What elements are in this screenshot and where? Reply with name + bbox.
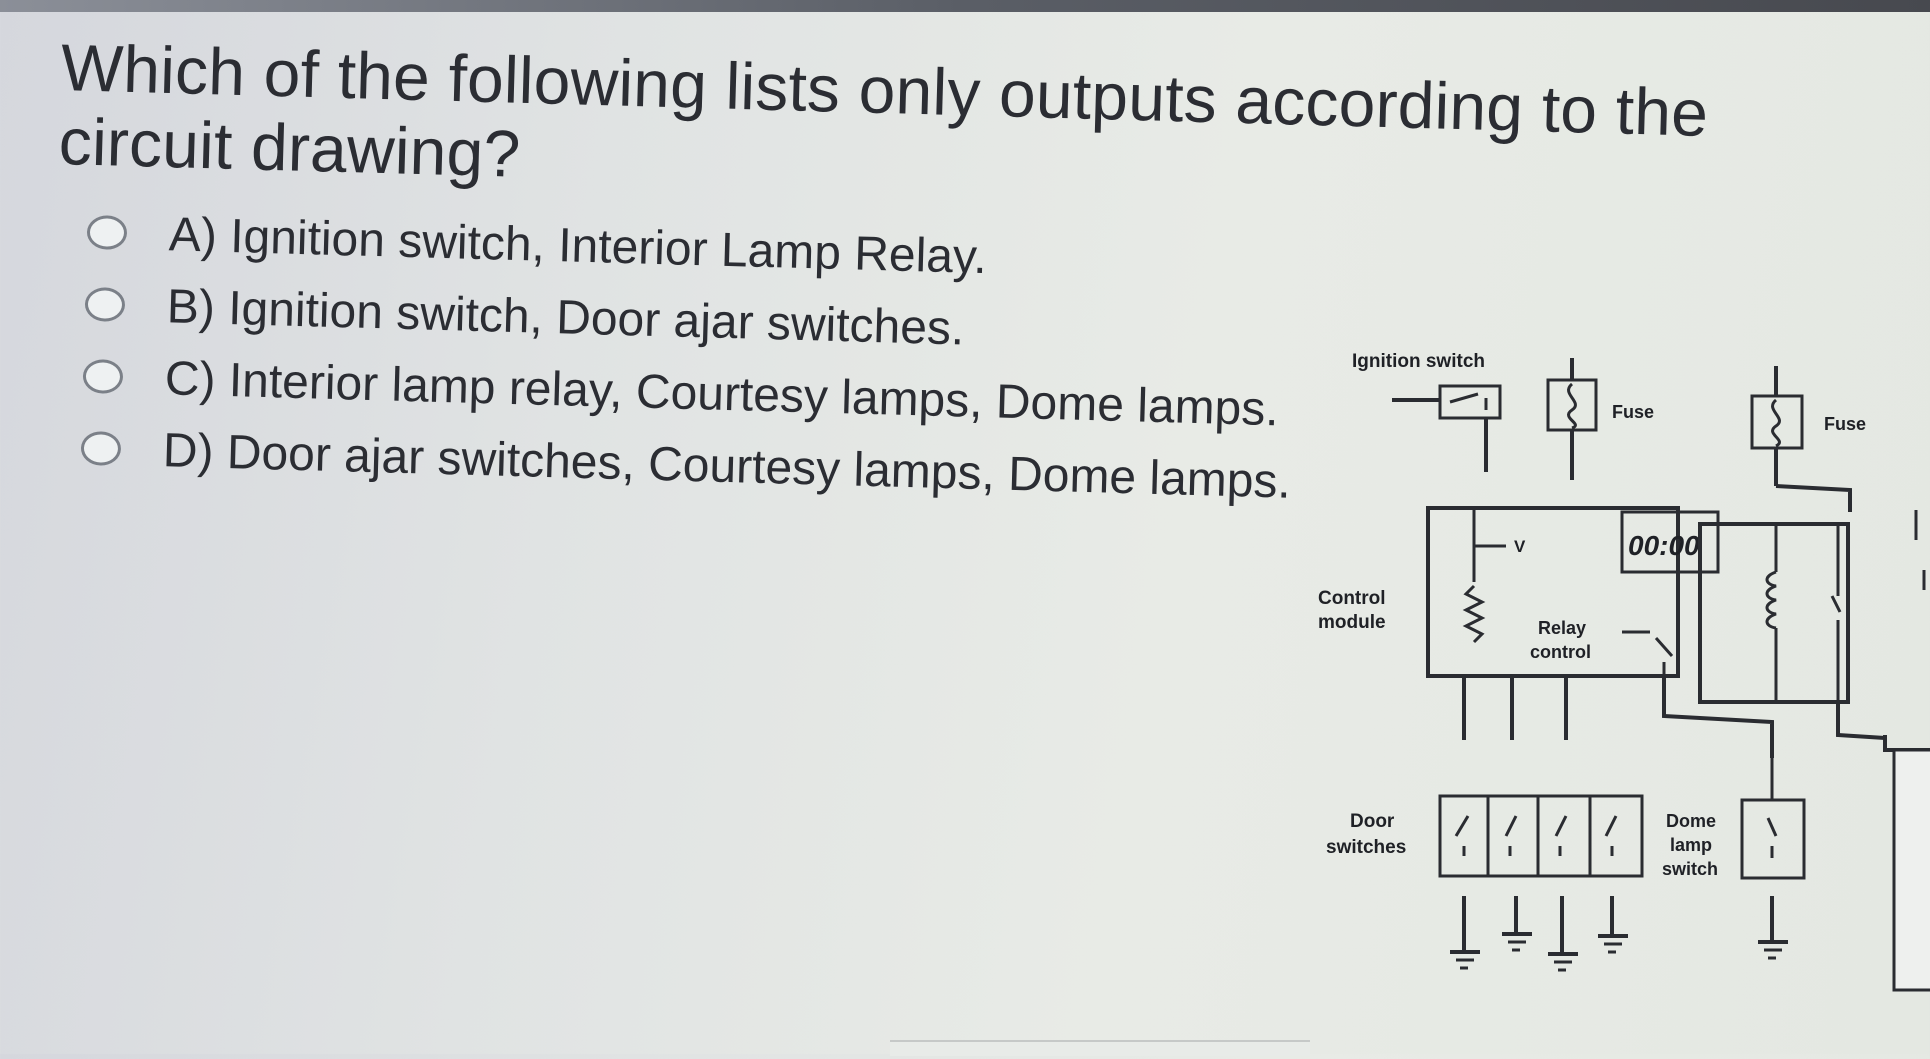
radio-button-b[interactable] <box>84 286 126 323</box>
cropped-right-element <box>1892 510 1930 992</box>
control-module-box <box>1426 506 1680 678</box>
answer-options: A) Ignition switch, Interior Lamp Relay.… <box>80 196 1298 518</box>
fuse-2-symbol <box>1750 366 1852 512</box>
control-module-label-line2: module <box>1318 612 1386 633</box>
relay-switch-symbol <box>1622 630 1674 676</box>
fuse-2-label: Fuse <box>1824 414 1866 434</box>
top-border <box>0 0 1930 12</box>
door-switches-label-line2: switches <box>1326 837 1406 858</box>
control-module-label-line1: Control <box>1318 588 1386 609</box>
voltage-source-symbol <box>1462 508 1506 644</box>
option-b-label: B) Ignition switch, Door ajar switches. <box>166 279 966 356</box>
relay-control-label-line1: Relay <box>1538 618 1586 638</box>
radio-button-a[interactable] <box>86 214 128 251</box>
bottom-strip <box>890 1040 1310 1056</box>
ground-symbols <box>1450 896 1788 972</box>
door-switches-box <box>1438 794 1644 878</box>
fuse-1-symbol <box>1546 358 1598 480</box>
relay-control-label-line2: control <box>1530 642 1591 662</box>
ignition-switch-symbol <box>1392 384 1502 472</box>
door-switch-symbols <box>1454 796 1618 876</box>
circuit-diagram: Ignition switch Fuse Fuse Control <box>1310 340 1930 1054</box>
voltage-label: V <box>1514 537 1526 556</box>
dome-lamp-switch-label-line2: lamp <box>1670 835 1712 855</box>
radio-button-c[interactable] <box>82 358 124 395</box>
dome-lamp-switch-symbol <box>1766 758 1778 858</box>
question-text: Which of the following lists only output… <box>57 30 1710 191</box>
relay-coil-box <box>1698 522 1850 704</box>
ignition-switch-label: Ignition switch <box>1352 351 1485 372</box>
dome-lamp-switch-box <box>1740 798 1806 880</box>
control-module-output-wires <box>1462 676 1930 758</box>
clock-display: 00:00 <box>1628 530 1700 561</box>
radio-button-d[interactable] <box>80 430 122 467</box>
dome-lamp-switch-label-line1: Dome <box>1666 811 1716 831</box>
clock-display-box <box>1620 510 1720 574</box>
dome-lamp-switch-label-line3: switch <box>1662 859 1718 879</box>
relay-coil-symbol <box>1765 524 1842 702</box>
fuse-1-label: Fuse <box>1612 402 1654 422</box>
door-switches-label-line1: Door <box>1350 811 1395 832</box>
